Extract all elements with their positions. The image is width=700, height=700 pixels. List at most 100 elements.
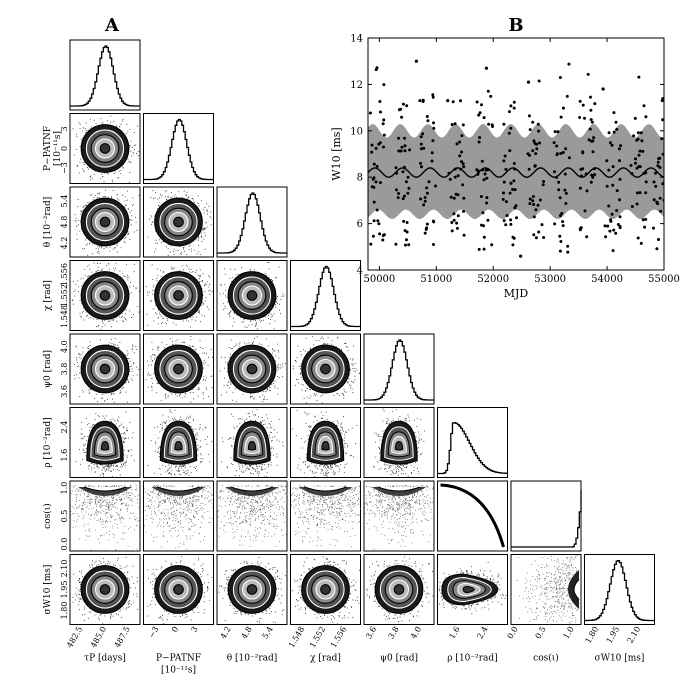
scatter-dot	[111, 196, 112, 198]
scatter-dot	[136, 229, 138, 231]
scatter-dot	[91, 194, 92, 196]
scatter-dot	[130, 292, 132, 294]
scatter-dot	[79, 353, 80, 355]
scatter-dot	[149, 291, 151, 293]
scatter-dot	[159, 314, 161, 316]
scatter-dot	[136, 306, 138, 307]
scatter-dot	[72, 128, 74, 130]
scatter-dot	[152, 286, 154, 288]
scatter-dot	[194, 249, 196, 251]
scatter-dot	[127, 379, 128, 380]
scatter-dot	[79, 146, 81, 148]
scatter-dot	[173, 248, 175, 250]
scatter-dot	[254, 269, 255, 271]
scatter-dot	[275, 304, 277, 306]
scatter-dot	[177, 249, 179, 251]
scatter-dot	[166, 198, 168, 200]
scatter-dot	[115, 317, 117, 319]
scatter-dot	[224, 305, 226, 307]
scatter-dot	[269, 319, 271, 320]
scatter-dot	[205, 235, 206, 237]
scatter-dot	[151, 216, 153, 218]
scatter-dot	[157, 309, 159, 311]
scatter-dot	[202, 228, 203, 230]
scatter-dot	[212, 356, 213, 358]
scatter-dot	[205, 221, 207, 223]
scatter-dot	[152, 293, 153, 295]
scatter-dot	[183, 246, 185, 248]
scatter-dot	[209, 289, 211, 291]
scatter-dot	[155, 312, 156, 314]
scatter-dot	[128, 358, 130, 360]
scatter-dot	[116, 251, 118, 253]
scatter-dot	[109, 246, 111, 248]
scatter-dot	[133, 153, 134, 155]
scatter-dot	[195, 316, 197, 318]
density-contour	[99, 290, 111, 301]
scatter-dot	[198, 244, 199, 246]
scatter-dot	[127, 207, 129, 209]
scatter-dot	[280, 313, 281, 315]
scatter-dot	[278, 266, 280, 268]
scatter-dot	[220, 293, 221, 295]
scatter-dot	[103, 319, 105, 321]
scatter-dot	[127, 279, 129, 281]
scatter-dot	[132, 285, 134, 287]
scatter-dot	[164, 191, 166, 193]
scatter-dot	[207, 286, 209, 288]
scatter-dot	[130, 140, 132, 142]
scatter-dot	[101, 268, 103, 270]
scatter-dot	[280, 299, 282, 300]
scatter-dot	[126, 401, 128, 403]
scatter-dot	[122, 272, 124, 274]
subplot-frame	[290, 260, 361, 331]
scatter-dot	[98, 251, 100, 252]
scatter-dot	[150, 215, 152, 217]
scatter-dot	[276, 296, 278, 298]
scatter-dot	[201, 302, 203, 303]
scatter-dot	[187, 266, 189, 268]
scatter-dot	[121, 277, 123, 279]
scatter-dot	[97, 266, 99, 268]
scatter-dot	[125, 319, 127, 321]
scatter-dot	[194, 201, 195, 203]
scatter-dot	[113, 247, 115, 249]
scatter-dot	[166, 344, 168, 346]
scatter-dot	[93, 397, 95, 399]
scatter-dot	[204, 248, 206, 250]
scatter-dot	[199, 278, 200, 280]
subplot-frame	[216, 186, 288, 258]
scatter-dot	[208, 275, 209, 277]
scatter-dot	[83, 164, 85, 165]
scatter-dot	[116, 193, 118, 195]
scatter-dot	[121, 388, 123, 389]
scatter-dot	[82, 168, 84, 170]
scatter-dot	[268, 277, 270, 279]
scatter-dot	[97, 245, 99, 247]
scatter-dot	[180, 252, 181, 254]
scatter-dot	[75, 345, 77, 347]
scatter-dot	[255, 324, 257, 326]
scatter-dot	[157, 198, 159, 200]
scatter-dot	[205, 361, 207, 363]
scatter-dot	[175, 324, 177, 326]
scatter-dot	[279, 309, 280, 311]
scatter-dot	[83, 127, 84, 129]
scatter-dot	[114, 244, 116, 245]
scatter-dot	[78, 365, 80, 367]
scatter-dot	[75, 284, 77, 286]
scatter-dot	[150, 196, 152, 198]
scatter-dot	[220, 285, 222, 287]
scatter-dot	[210, 224, 212, 226]
scatter-dot	[127, 352, 129, 354]
scatter-dot	[115, 263, 117, 265]
scatter-dot	[78, 122, 80, 124]
scatter-dot	[211, 290, 213, 292]
scatter-dot	[197, 236, 199, 238]
scatter-dot	[128, 233, 130, 234]
scatter-dot	[93, 174, 95, 175]
scatter-dot	[80, 358, 82, 360]
scatter-dot	[126, 264, 127, 266]
scatter-dot	[165, 246, 167, 248]
scatter-dot	[205, 284, 207, 285]
